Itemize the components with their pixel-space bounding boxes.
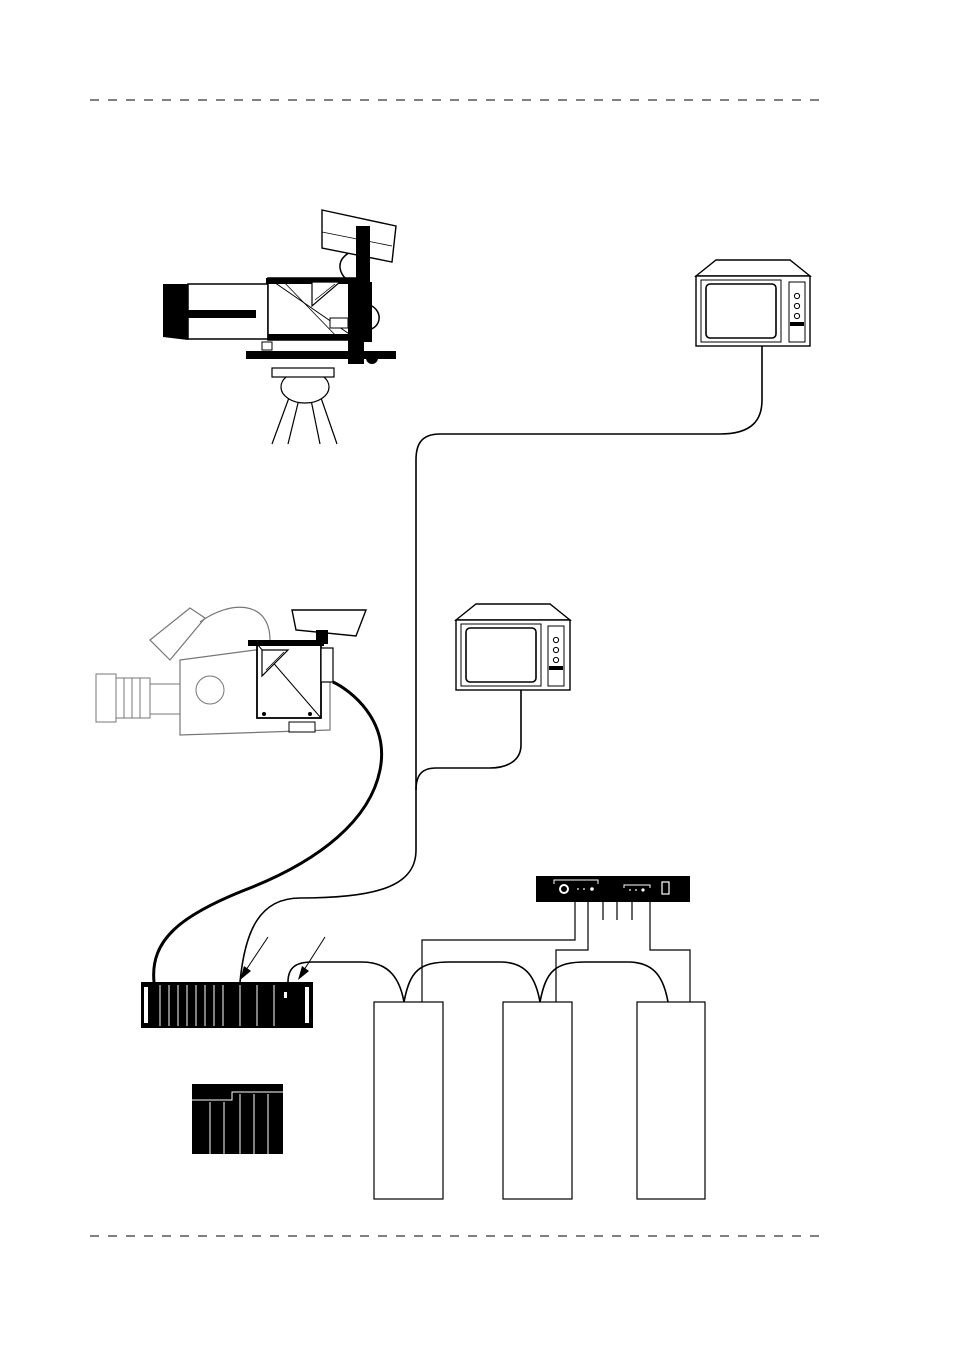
cabinet-icon: [373, 1001, 444, 1200]
cable-portable-camera: [152, 680, 384, 983]
arrow-indicator: [298, 936, 326, 980]
monitor-icon: [694, 259, 812, 347]
distribution-wiring: [421, 902, 691, 1002]
arrow-indicator: [240, 936, 269, 980]
panel-module-icon: [192, 1084, 283, 1154]
cable-monitor-top: [239, 346, 763, 983]
cabinet-icon: [636, 1001, 706, 1200]
loop-cables: [287, 961, 669, 1003]
rack-unit-icon: [141, 982, 313, 1028]
portable-camera-icon: [95, 606, 368, 736]
cabinet-icon: [502, 1001, 573, 1200]
monitor-icon: [454, 603, 572, 691]
distribution-unit-icon: [536, 876, 690, 902]
cable-monitor-middle: [415, 690, 522, 791]
studio-camera-icon: [163, 209, 397, 445]
